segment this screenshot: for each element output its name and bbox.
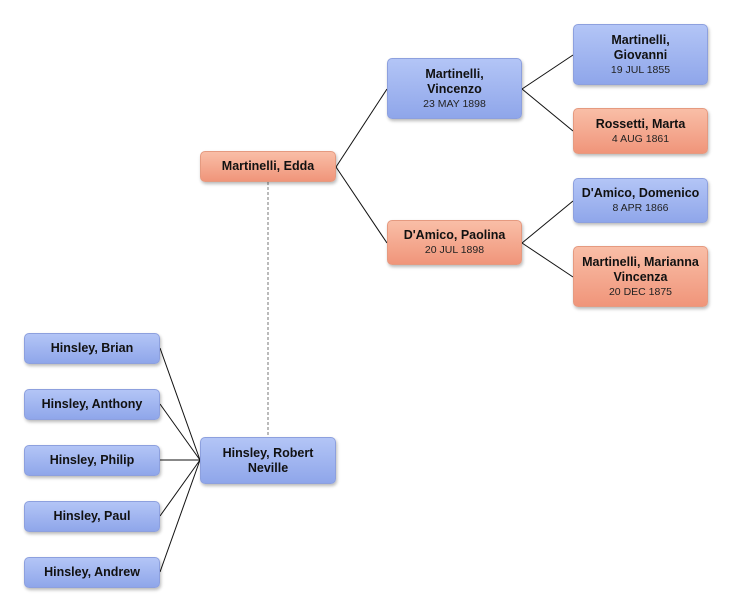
connector-robert-andrew <box>159 459 201 573</box>
person-name: Martinelli, Vincenzo <box>425 66 484 96</box>
person-birth-date: 23 MAY 1898 <box>423 97 486 110</box>
person-name: Hinsley, Robert Neville <box>222 445 314 475</box>
person-birth-date: 20 JUL 1898 <box>424 244 485 256</box>
connector-vincenzo-marta <box>521 88 574 132</box>
person-node-robert[interactable]: Hinsley, Robert Neville <box>200 437 336 484</box>
person-name: D'Amico, Paolina <box>403 228 506 242</box>
person-node-vincenzo[interactable]: Martinelli, Vincenzo 23 MAY 1898 <box>387 58 522 119</box>
person-name: Hinsley, Brian <box>50 341 134 355</box>
connector-robert-paul <box>159 459 201 517</box>
person-node-marta[interactable]: Rossetti, Marta 4 AUG 1861 <box>573 108 708 154</box>
person-birth-date: 19 JUL 1855 <box>610 63 671 76</box>
person-node-giovanni[interactable]: Martinelli, Giovanni 19 JUL 1855 <box>573 24 708 85</box>
person-birth-date: 20 DEC 1875 <box>608 285 673 298</box>
person-node-domenico[interactable]: D'Amico, Domenico 8 APR 1866 <box>573 178 708 223</box>
person-node-marianna[interactable]: Martinelli, Marianna Vincenza 20 DEC 187… <box>573 246 708 307</box>
person-node-paolina[interactable]: D'Amico, Paolina 20 JUL 1898 <box>387 220 522 265</box>
person-node-brian[interactable]: Hinsley, Brian <box>24 333 160 364</box>
connector-robert-brian <box>159 347 201 461</box>
person-node-philip[interactable]: Hinsley, Philip <box>24 445 160 476</box>
person-name: Rossetti, Marta <box>595 116 686 131</box>
person-name: Hinsley, Anthony <box>41 397 143 411</box>
person-name: Martinelli, Edda <box>221 159 315 173</box>
person-node-paul[interactable]: Hinsley, Paul <box>24 501 160 532</box>
connector-robert-anthony <box>159 403 201 461</box>
person-birth-date: 4 AUG 1861 <box>611 132 670 145</box>
person-name: Hinsley, Andrew <box>44 565 140 579</box>
person-node-anthony[interactable]: Hinsley, Anthony <box>24 389 160 420</box>
person-node-andrew[interactable]: Hinsley, Andrew <box>24 557 160 588</box>
person-name: Martinelli, Marianna Vincenza <box>582 254 699 284</box>
connector-paolina-marianna <box>521 242 574 278</box>
connector-edda-paolina <box>335 166 388 244</box>
person-name: Martinelli, Giovanni <box>611 32 670 62</box>
person-name: Hinsley, Philip <box>49 453 135 467</box>
person-node-edda[interactable]: Martinelli, Edda <box>200 151 336 182</box>
connector-paolina-domenico <box>521 200 574 244</box>
person-name: D'Amico, Domenico <box>581 186 700 200</box>
person-name: Hinsley, Paul <box>53 509 131 523</box>
connector-edda-vincenzo <box>335 88 388 168</box>
person-birth-date: 8 APR 1866 <box>612 202 669 214</box>
connector-vincenzo-giovanni <box>521 54 574 90</box>
